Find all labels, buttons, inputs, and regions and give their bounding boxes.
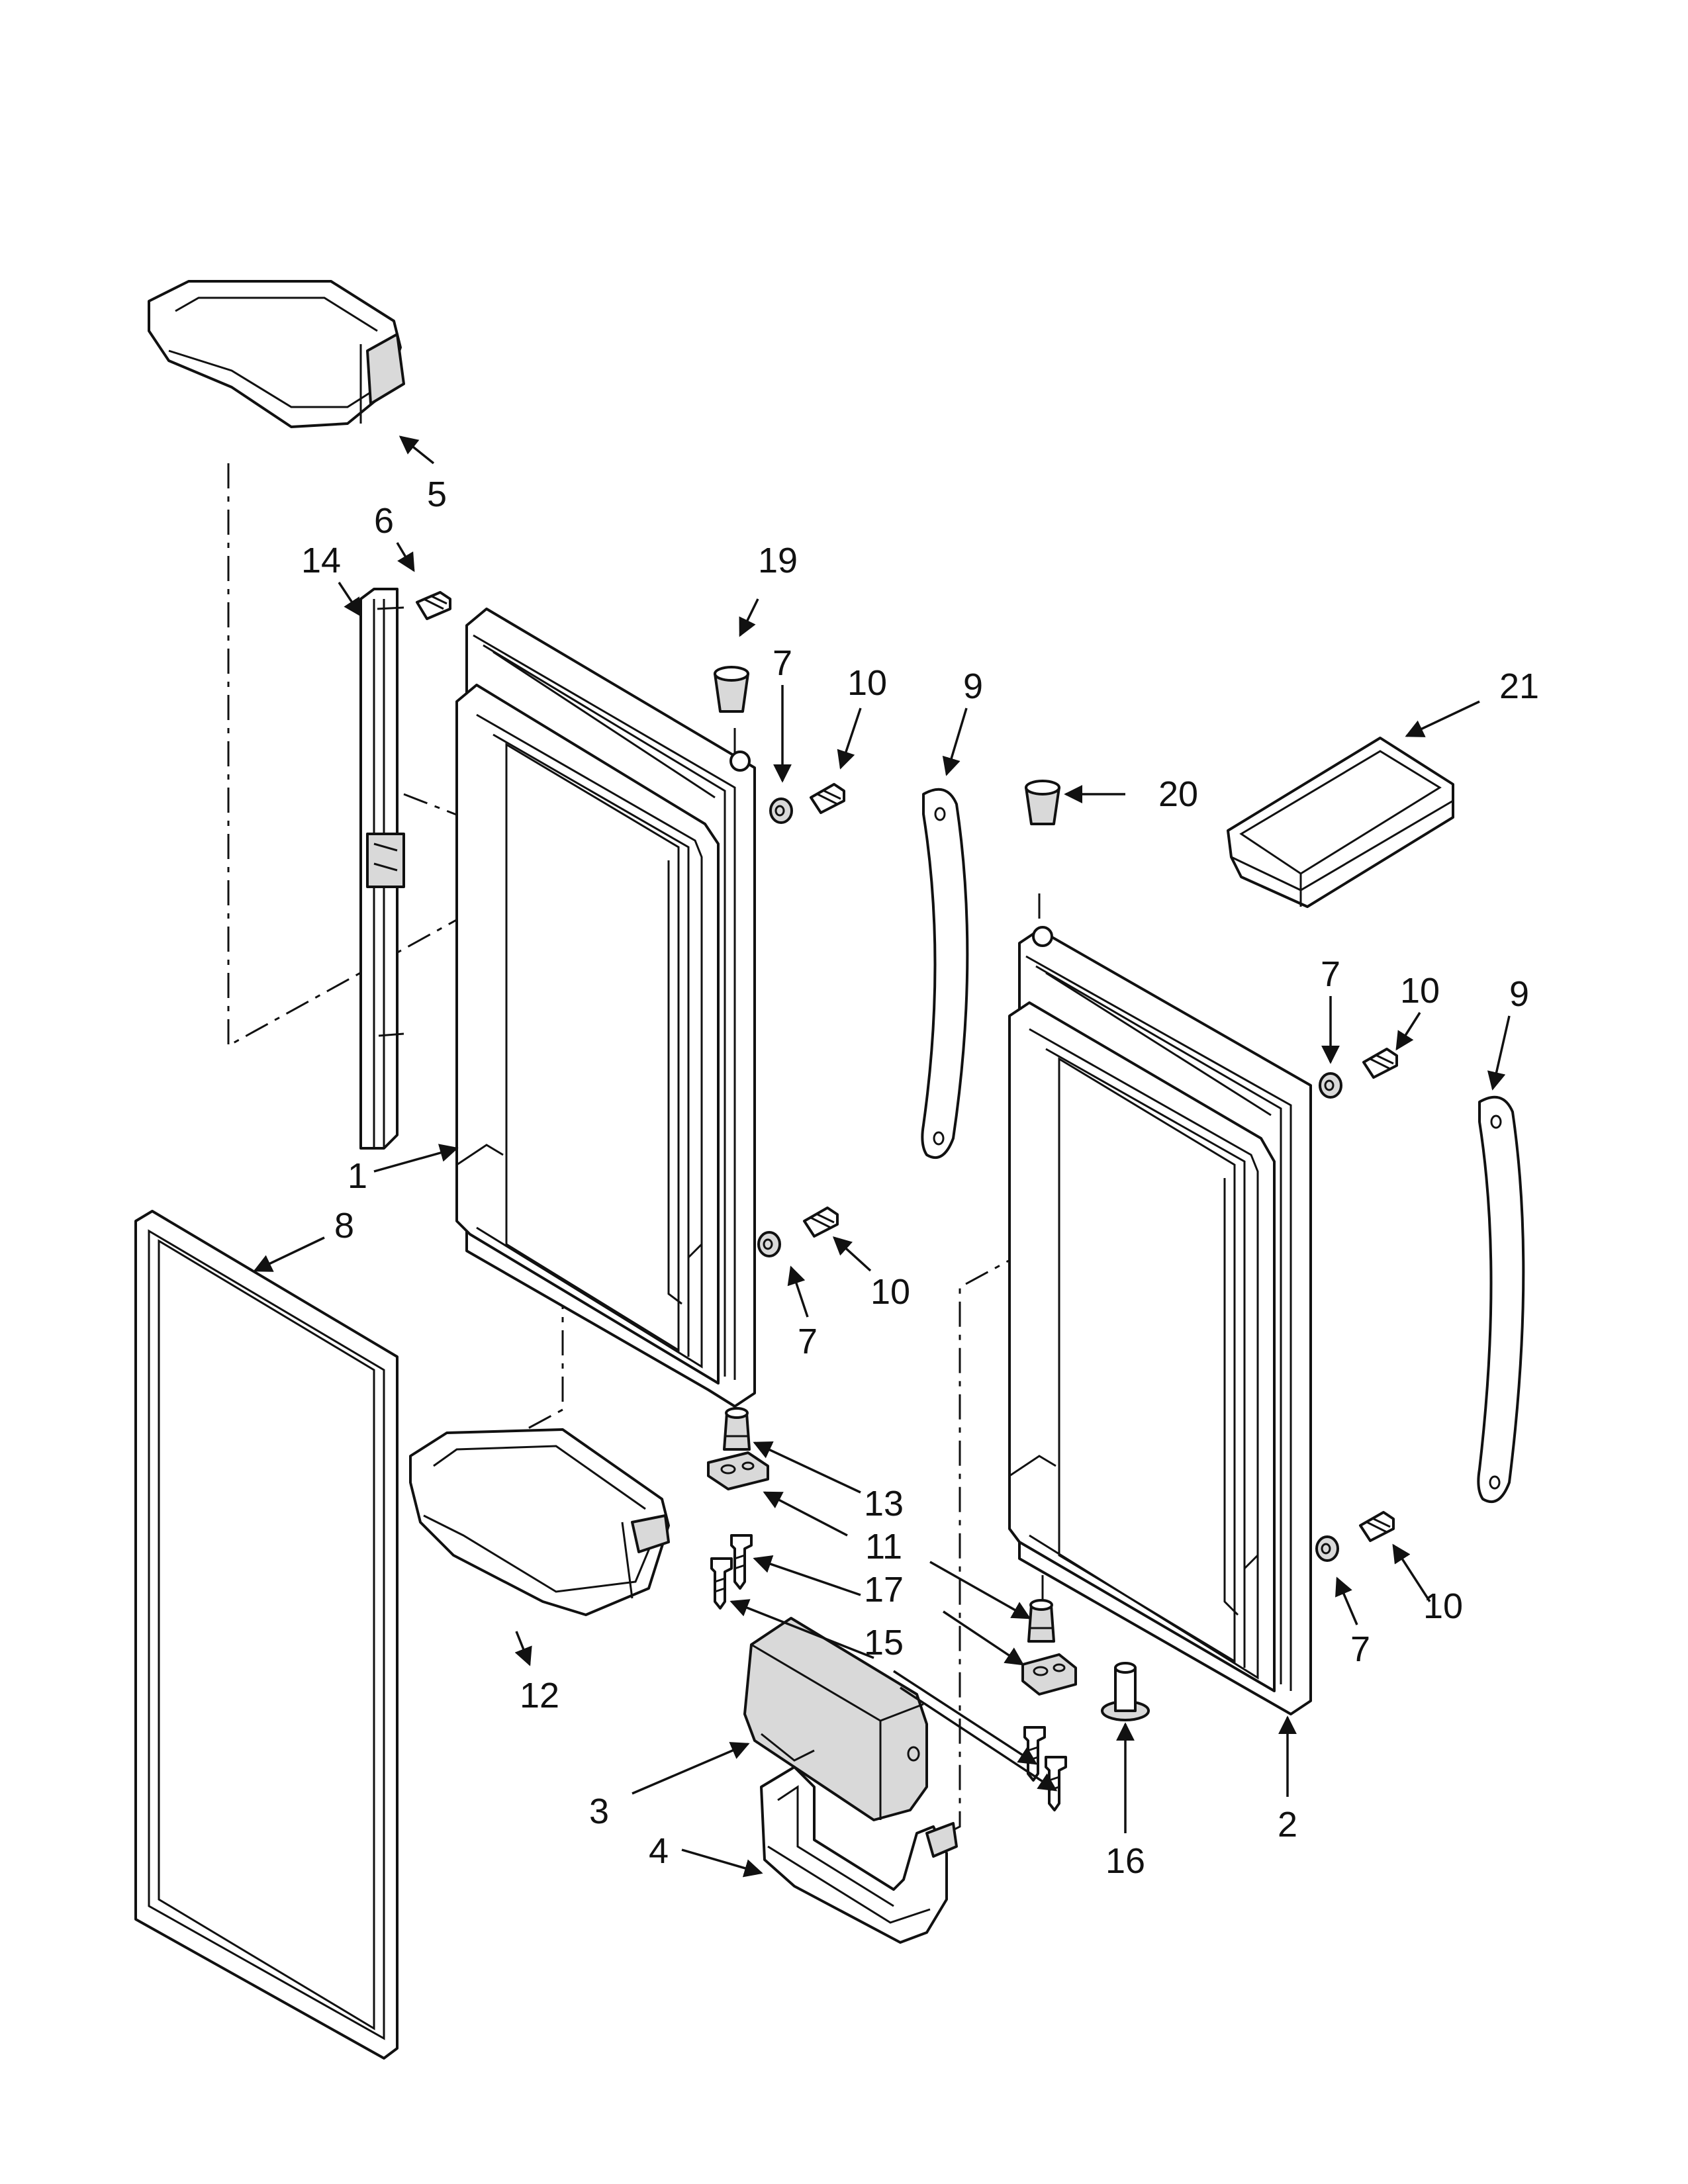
callout-4: 4 — [649, 1831, 669, 1871]
callout-11: 11 — [865, 1527, 902, 1567]
door-bin-bottom — [409, 1428, 670, 1616]
door-gasket — [134, 1210, 399, 2060]
washer-7d — [1315, 1535, 1339, 1562]
hinge-pin-11 — [1027, 1599, 1055, 1643]
callout-17: 17 — [864, 1570, 904, 1610]
callout-19: 19 — [758, 541, 798, 580]
door-handle-right — [1477, 1095, 1525, 1504]
screw-15d — [1045, 1756, 1067, 1811]
screw-10c — [1362, 1048, 1398, 1079]
hinge-pin-13 — [723, 1407, 751, 1451]
callout-7b: 7 — [798, 1322, 818, 1361]
door-handle-left — [921, 788, 969, 1160]
washer-7b — [757, 1231, 781, 1257]
callout-9a: 9 — [963, 666, 983, 706]
callout-7c: 7 — [1321, 954, 1340, 994]
callout-15: 15 — [864, 1623, 904, 1662]
callout-10c: 10 — [1400, 971, 1440, 1011]
door-strip — [359, 588, 405, 1150]
door-tray-small — [1227, 737, 1454, 908]
left-door — [455, 608, 756, 1408]
callout-labels: 5 6 14 19 7 10 9 21 20 7 10 9 1 8 10 7 1… — [301, 475, 1539, 1881]
dispenser-tray — [760, 1766, 958, 1944]
callout-7a: 7 — [773, 643, 792, 683]
callout-2: 2 — [1278, 1805, 1297, 1844]
callout-10b: 10 — [870, 1272, 910, 1312]
bushing-19 — [714, 666, 749, 713]
hinge-plate-17a — [707, 1451, 769, 1490]
callout-16: 16 — [1105, 1841, 1145, 1881]
callout-7d: 7 — [1350, 1629, 1370, 1669]
screw-6 — [416, 591, 451, 620]
callout-8: 8 — [334, 1206, 354, 1246]
door-bin-large — [148, 280, 405, 428]
callout-9b: 9 — [1509, 974, 1529, 1014]
leader-lines — [253, 435, 1511, 1878]
bushing-20 — [1025, 780, 1060, 825]
screw-15b — [710, 1557, 733, 1610]
screw-15a — [730, 1534, 753, 1590]
callout-14: 14 — [301, 541, 341, 580]
hinge-cam — [1101, 1662, 1150, 1721]
washer-7c — [1319, 1072, 1342, 1099]
right-door — [1008, 926, 1312, 1715]
dispenser-cover — [743, 1617, 928, 1821]
callout-1: 1 — [348, 1156, 367, 1196]
callout-13: 13 — [864, 1484, 904, 1524]
washer-7a — [769, 797, 793, 824]
callout-3: 3 — [589, 1792, 609, 1831]
callout-21: 21 — [1499, 666, 1539, 706]
screw-10d — [1359, 1511, 1395, 1542]
callout-10a: 10 — [847, 663, 887, 703]
screw-10a — [810, 783, 845, 814]
screw-10b — [803, 1206, 839, 1238]
callout-20: 20 — [1158, 774, 1198, 814]
callout-6: 6 — [374, 501, 394, 541]
callout-12: 12 — [520, 1676, 559, 1715]
callout-10d: 10 — [1423, 1586, 1463, 1626]
callout-5: 5 — [427, 475, 447, 514]
hinge-plate-17b — [1021, 1653, 1077, 1696]
